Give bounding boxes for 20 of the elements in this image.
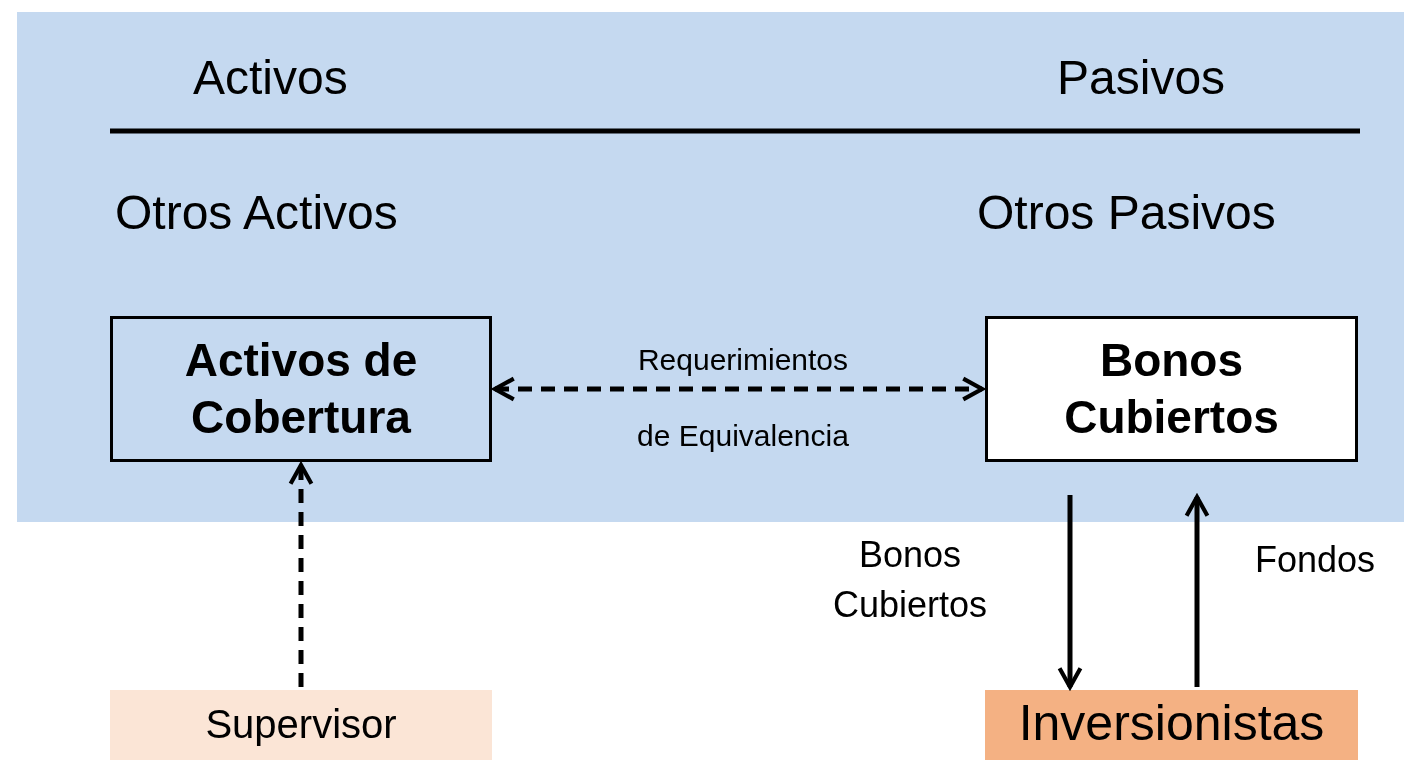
column-heading: Otros Pasivos xyxy=(977,185,1276,240)
arrow xyxy=(1057,495,1083,690)
arrow xyxy=(288,462,314,687)
column-heading: Otros Activos xyxy=(115,185,398,240)
edge-label: Bonos Cubiertos xyxy=(831,533,989,627)
node-label: Inversionistas xyxy=(1017,696,1326,751)
entity-box xyxy=(985,690,1358,760)
edge-label: Fondos xyxy=(1253,538,1377,582)
arrow xyxy=(1184,494,1210,687)
node-label: Supervisor xyxy=(204,702,398,746)
node-label: Activos de Cobertura xyxy=(183,332,419,445)
process-box xyxy=(985,316,1358,462)
process-box xyxy=(110,316,492,462)
column-heading: Activos xyxy=(193,50,348,105)
balance-sheet-panel xyxy=(17,12,1404,522)
arrow xyxy=(492,376,985,402)
entity-box xyxy=(110,690,492,760)
node-label: Bonos Cubiertos xyxy=(1063,332,1280,445)
column-heading: Pasivos xyxy=(1057,50,1226,105)
edge-label: Requerimientos de Equivalencia xyxy=(636,342,850,454)
